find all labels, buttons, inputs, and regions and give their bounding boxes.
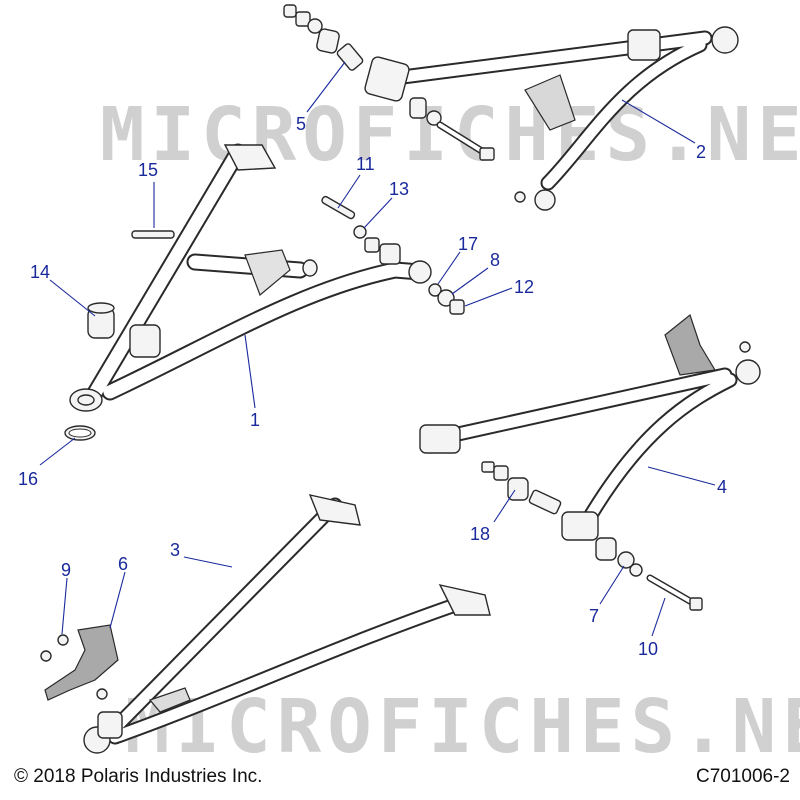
a-arm-upper-left bbox=[69, 143, 432, 412]
callout-9: 9 bbox=[61, 560, 71, 580]
callout-16: 16 bbox=[18, 469, 38, 489]
leader-lines bbox=[39, 61, 716, 637]
callout-17: 17 bbox=[458, 234, 478, 254]
callout-18: 18 bbox=[470, 524, 490, 544]
callout-numbers: 5 2 15 11 13 17 8 12 14 1 16 4 18 3 6 9 … bbox=[18, 114, 727, 659]
guard-plate-6 bbox=[40, 624, 119, 701]
watermark-bottom: MICROFICHES.NET bbox=[125, 684, 800, 770]
copyright-text: © 2018 Polaris Industries Inc. bbox=[14, 766, 263, 787]
callout-2: 2 bbox=[696, 142, 706, 162]
callout-11: 11 bbox=[356, 154, 375, 174]
hardware-part-4 bbox=[481, 461, 703, 611]
callout-3: 3 bbox=[170, 540, 180, 560]
callout-13: 13 bbox=[389, 179, 409, 199]
callout-7: 7 bbox=[589, 606, 599, 626]
callout-14: 14 bbox=[30, 262, 50, 282]
callout-5: 5 bbox=[296, 114, 306, 134]
a-arm-upper-right bbox=[364, 26, 739, 211]
figure-code: C701006-2 bbox=[695, 766, 790, 787]
callout-10: 10 bbox=[638, 639, 658, 659]
callout-12: 12 bbox=[514, 277, 534, 297]
callout-6: 6 bbox=[118, 554, 128, 574]
bushings-part-2 bbox=[283, 4, 495, 161]
callout-15: 15 bbox=[138, 160, 158, 180]
callout-8: 8 bbox=[490, 250, 500, 270]
a-arm-lower-left bbox=[83, 494, 491, 754]
callout-4: 4 bbox=[717, 477, 727, 497]
a-arm-lower-right bbox=[419, 313, 761, 541]
callout-1: 1 bbox=[250, 410, 260, 430]
